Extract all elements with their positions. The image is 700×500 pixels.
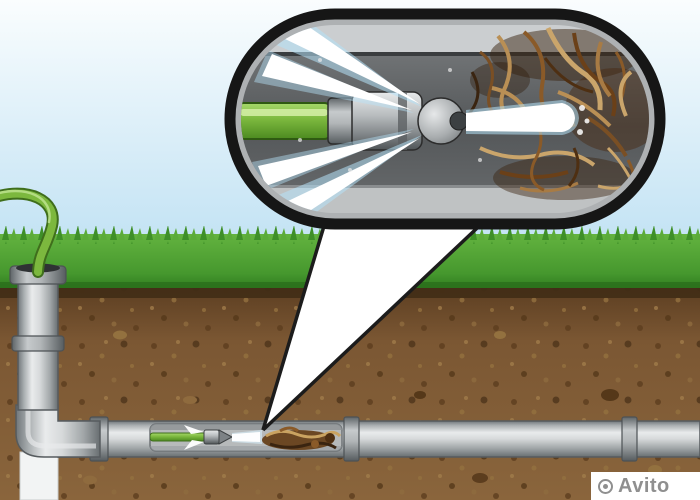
root-strand: [543, 57, 594, 94]
elbow-highlight: [25, 408, 96, 449]
hose-highlight: [241, 109, 328, 116]
jet-nozzle-in-pipe: [203, 429, 220, 445]
soil: [0, 288, 700, 500]
root-blockage-magnified: [465, 26, 649, 200]
nozzle-tip: [449, 111, 469, 131]
root-blockage-in-pipe: [262, 426, 342, 450]
root-strand: [586, 116, 628, 158]
jet-hose-magnified: [241, 102, 333, 140]
pointer-edge-left: [261, 205, 332, 431]
water-jets-magnified: [252, 25, 590, 213]
root-strand: [595, 41, 612, 98]
avito-logo-dot: [603, 483, 608, 489]
pipe-coupling: [621, 416, 638, 462]
root-strand: [499, 170, 569, 179]
cutaway-top-shade: [150, 424, 342, 430]
avito-logo-text: Avito: [618, 475, 670, 497]
cleanout-stub-pipe: [19, 451, 59, 500]
cutaway-bottom-shade: [150, 446, 342, 451]
jet-hose: [0, 187, 59, 278]
nozzle-tip-in-pipe: [218, 429, 234, 445]
pointer-edge-right: [261, 212, 494, 432]
pipe-coupling: [11, 335, 65, 352]
root-strand: [519, 181, 579, 193]
sewer-pipe: [57, 416, 700, 462]
nozzle-band: [398, 92, 407, 150]
root-strand: [479, 146, 596, 167]
pipe-cutaway: [149, 423, 343, 452]
jet-hose-in-pipe: [150, 432, 207, 442]
root-strand: [545, 26, 603, 111]
cavity-bottom-line: [241, 185, 649, 188]
callout-pointer: [261, 205, 494, 432]
access-pipe-assembly: [0, 187, 101, 458]
avito-logo-icon: [598, 478, 613, 494]
water-jets-in-pipe: [184, 425, 262, 450]
callout-bubble: [224, 8, 666, 230]
pipe-coupling: [343, 416, 360, 462]
root-strand: [567, 147, 580, 187]
watermark: Avito: [591, 472, 700, 500]
root-strand: [557, 90, 612, 128]
hose-collar: [327, 97, 355, 145]
stub-pipe-body: [19, 451, 59, 500]
root-strand: [618, 70, 633, 117]
cavity-top-line: [241, 52, 649, 56]
